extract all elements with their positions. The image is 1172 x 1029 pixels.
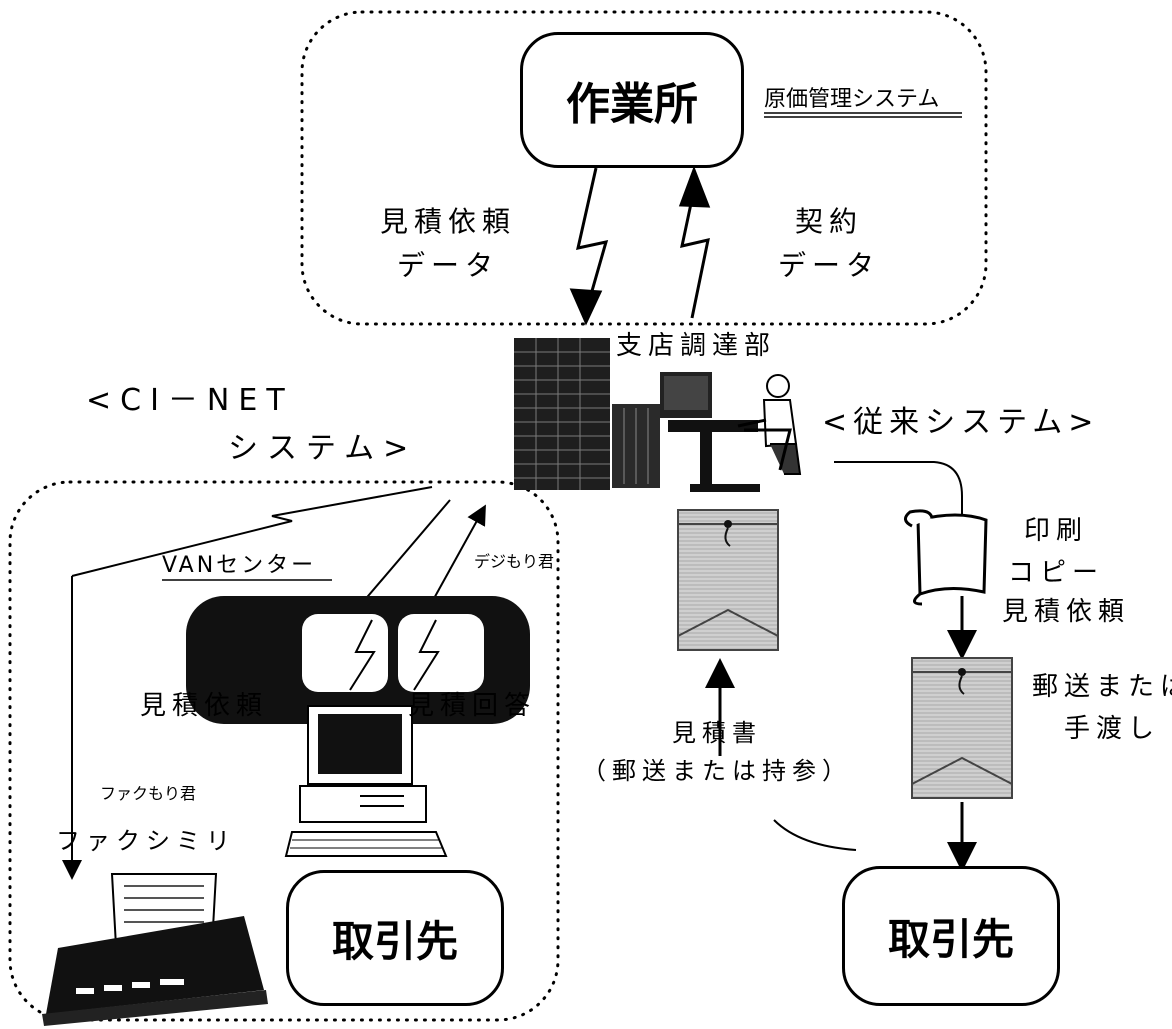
legacy-system-title: <従来システム> [822,405,1100,440]
mail-line2: 手渡し [1064,714,1161,744]
quotation-label: 見積書 （郵送または持参） [582,714,852,790]
lightning-arrow-down [569,167,609,326]
mail-envelope-icon [911,657,1013,799]
lightning-arrow-up [678,165,711,319]
envelope-icon [677,509,779,651]
worksite-box: 作業所 [520,32,744,168]
mail-line1: 郵送または [1032,672,1172,702]
van-center-label: VANセンター [162,553,317,578]
fax-mori-label: ファクもり君 [100,784,197,803]
estimate-request-data-label: 見積依頼 データ [380,200,516,288]
print-line2: コピー [1008,558,1105,588]
cost-management-system-label: 原価管理システム [764,87,940,112]
contract-data-label: 契約 データ [778,200,880,288]
contract-line2: データ [778,249,881,282]
worksite-label: 作業所 [566,79,698,130]
deji-mori-label: デジもり君 [474,552,555,571]
print-copy-label: 印刷 コピー [1008,510,1104,594]
estimate-request-line2: データ [397,249,500,282]
quotation-line2: （郵送または持参） [582,757,852,785]
contract-line1: 契約 [795,205,864,238]
estimate-request-line1: 見積依頼 [380,205,517,238]
legacy-estimate-request-label: 見積依頼 [1002,597,1131,627]
ci-net-title-line1: <CI－NET [86,383,294,418]
partner-box-right: 取引先 [842,866,1060,1006]
printed-scroll-icon [904,509,988,606]
partner-label-right: 取引先 [887,914,1014,964]
office-building-icon [514,338,660,490]
worksite-region [300,10,988,326]
ci-net-title-line2: システム> [228,431,418,466]
ci-net-region [8,480,560,1022]
desktop-computer-icon [284,705,448,857]
print-line1: 印刷 [1024,516,1089,546]
partner-box-left: 取引先 [286,870,504,1006]
ci-estimate-answer-label: 見積回答 [408,691,537,721]
partner-label-left: 取引先 [331,916,458,966]
van-center-icon [186,596,530,724]
facsimile-label: ファクシミリ [56,827,236,855]
mail-or-hand-label: 郵送または 手渡し [1032,666,1172,750]
worker-at-desk-icon [660,372,802,492]
ci-estimate-request-label: 見積依頼 [140,691,269,721]
branch-procurement-label: 支店調達部 [616,331,777,361]
quotation-line1: 見積書 [672,719,762,747]
fax-machine-icon [42,873,268,1026]
